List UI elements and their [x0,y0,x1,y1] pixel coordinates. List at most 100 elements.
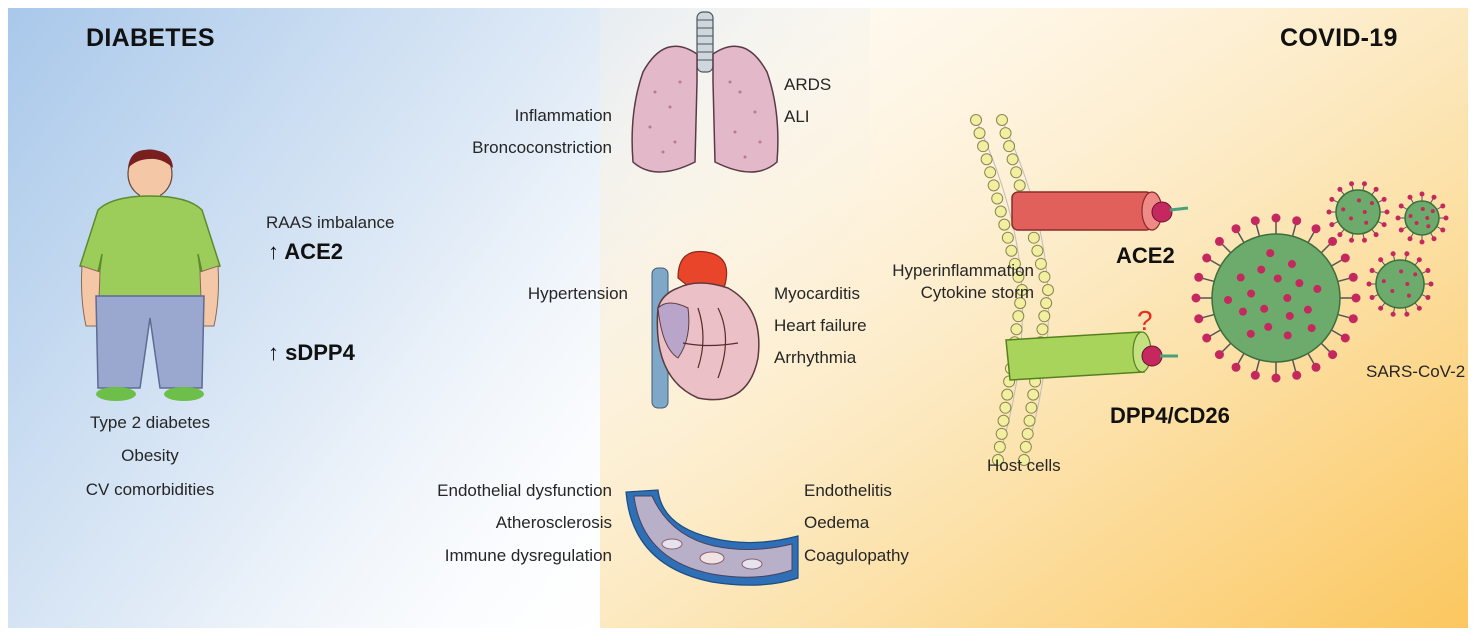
membrane-lipid-bead [1038,310,1051,323]
ace2-increase: ↑ ACE2 [268,239,343,265]
membrane-lipid-bead [1031,244,1044,257]
virus-surface-protein [1381,279,1386,284]
virus-surface-protein [1247,289,1256,298]
ace2-receptor-label: ACE2 [1116,243,1175,268]
virus-spike-tip [1311,362,1321,372]
lung-effect-inflammation: Inflammation [514,106,612,125]
virus-spike-tip [1431,194,1437,200]
membrane-lipid-bead [987,179,1000,192]
virus-spike-tip [1214,350,1224,360]
membrane-lipid-bead [1027,231,1040,244]
virus-spike-tip [1366,281,1372,287]
virus-spike-tip [1407,194,1413,200]
virus-spike-tip [1425,268,1431,274]
membrane-lipid-bead [992,454,1004,466]
vessel-effect-coagulopathy: Coagulopathy [804,546,909,565]
membrane-lipid-bead [1014,297,1027,310]
covid-title: COVID-19 [1280,24,1398,52]
virus-surface-protein [1348,216,1353,221]
membrane-lipid-bead [995,427,1008,440]
membrane-lipid-bead [984,166,997,179]
membrane-lipid-bead [1034,257,1047,270]
virus-spike-tip [1202,253,1212,263]
virus-spike-tip [1351,293,1361,303]
virus-spike-tip [1349,181,1355,187]
virus-spike-tip [1381,222,1387,228]
virus-surface-protein [1224,295,1233,304]
virus-large [1191,213,1361,383]
membrane-lipid-bead [1003,140,1016,153]
virus-surface-protein [1369,201,1374,206]
virus-spike-tip [1231,362,1241,372]
sars-cov-2-virus-illustration [1191,181,1449,383]
virus-surface-protein [1257,265,1266,274]
host-cells-label: Host cells [987,456,1061,475]
virus-spike-tip [1378,257,1384,263]
virus-spike-tip [1361,237,1367,243]
obese-person-illustration [79,149,221,401]
question-mark: ? [1137,305,1153,336]
virus-surface-protein [1362,210,1367,214]
virus-spike-tip [1373,186,1379,192]
dpp4-receptor-label: DPP4/CD26 [1110,403,1230,428]
raas-imbalance-label: RAAS imbalance [266,213,395,232]
virus-spike-tip [1250,370,1260,380]
membrane-lipid-bead [970,114,982,126]
membrane-lipid-bead [994,205,1007,218]
virus-envelope [1404,200,1440,236]
virus-spike-tip [1431,236,1437,242]
virus-spike-tip [1369,268,1375,274]
virus-spike-tip [1348,272,1358,282]
lungs-illustration [631,11,779,173]
membrane-lipid-bead [1018,454,1030,466]
virus-surface-protein [1313,284,1322,293]
virus-spike-tip [1340,333,1350,343]
vessel-effect-endothelitis: Endothelitis [804,481,892,500]
virus-spike-tip [1373,232,1379,238]
virus-spike-tip [1328,236,1338,246]
dpp4-receptor-illustration [1005,331,1178,381]
virus-surface-protein [1425,216,1430,220]
virus-surface-protein [1246,329,1255,338]
virus-surface-protein [1414,220,1419,225]
membrane-lipid-bead [1027,388,1040,401]
heart-effect-heart-failure: Heart failure [774,316,867,335]
virus-surface-protein [1364,220,1369,225]
heart-illustration [651,250,760,409]
membrane-lipid-bead [996,114,1008,126]
membrane-lipid-bead [1010,323,1023,336]
ace2-receptor-illustration [1011,191,1189,231]
membrane-lipid-bead [980,153,993,166]
membrane-lipid-bead [1038,270,1051,283]
virus-spike-tip [1328,350,1338,360]
membrane-lipid-bead [1005,244,1018,257]
virus-spike-tip [1194,272,1204,282]
virus-spike-tip [1398,203,1404,209]
heart-effect-arrhythmia: Arrhythmia [774,348,857,367]
lung-effect-broncoconstriction: Broncoconstriction [472,138,612,157]
virus-spike-tip [1340,253,1350,263]
virus-spike-tip [1202,333,1212,343]
virus-label: SARS-CoV-2 [1366,362,1466,381]
membrane-lipid-bead [999,401,1012,414]
virus-spike-tip [1390,311,1396,317]
virus-spike-tip [1419,191,1425,197]
membrane-lipid-bead [973,127,986,140]
virus-surface-protein [1236,273,1245,282]
virus-spike-tip [1292,216,1302,226]
virus-spike-tip [1348,314,1358,324]
virus-spike-tip [1404,251,1410,257]
virus-spike-tip [1194,314,1204,324]
membrane-lipid-bead [997,414,1010,427]
blood-vessel-illustration [625,489,799,586]
membrane-lipid-bead [991,192,1004,205]
virus-surface-protein [1295,279,1304,288]
virus-envelope [1335,189,1381,235]
heart-effect-hypertension: Hypertension [527,284,628,303]
virus-envelope [1211,233,1341,363]
lung-effect-ali: ALI [784,107,810,126]
virus-spike-tip [1337,186,1343,192]
virus-surface-protein [1357,198,1362,203]
virus-surface-protein [1430,209,1435,214]
